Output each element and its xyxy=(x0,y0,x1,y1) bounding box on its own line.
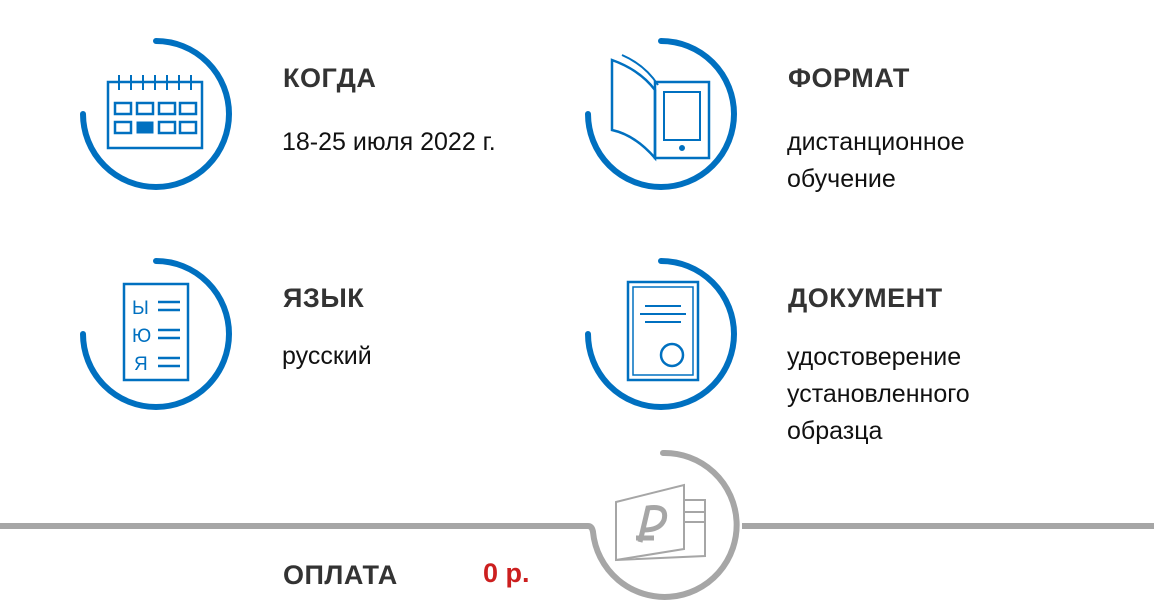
format-title: ФОРМАТ xyxy=(788,63,910,93)
svg-text:Ю: Ю xyxy=(132,326,151,347)
document-line: удостоверение xyxy=(787,343,962,371)
document-value: удостоверение установленного образца xyxy=(787,339,970,450)
alphabet-list-icon: Ы Ю Я xyxy=(80,258,232,410)
document-title: ДОКУМЕНТ xyxy=(788,283,943,313)
format-value: дистанционное обучение xyxy=(787,124,965,198)
payment-price: 0 р. xyxy=(483,558,530,588)
format-line: обучение xyxy=(787,165,896,193)
language-title: ЯЗЫК xyxy=(283,283,365,313)
ruble-card-icon xyxy=(0,449,1154,600)
when-title: КОГДА xyxy=(283,63,377,93)
language-value: русский xyxy=(282,338,372,375)
document-line: образца xyxy=(787,417,883,445)
language-line: русский xyxy=(282,342,372,370)
certificate-icon xyxy=(585,258,737,410)
when-line: 18-25 июля 2022 г. xyxy=(282,128,496,156)
svg-text:Я: Я xyxy=(134,354,148,375)
format-line: дистанционное xyxy=(787,128,965,156)
svg-text:Ы: Ы xyxy=(132,298,149,319)
payment-title: ОПЛАТА xyxy=(283,560,398,590)
book-tablet-icon xyxy=(585,38,737,190)
calendar-icon xyxy=(80,38,232,190)
when-value: 18-25 июля 2022 г. xyxy=(282,124,496,161)
document-line: установленного xyxy=(787,380,970,408)
